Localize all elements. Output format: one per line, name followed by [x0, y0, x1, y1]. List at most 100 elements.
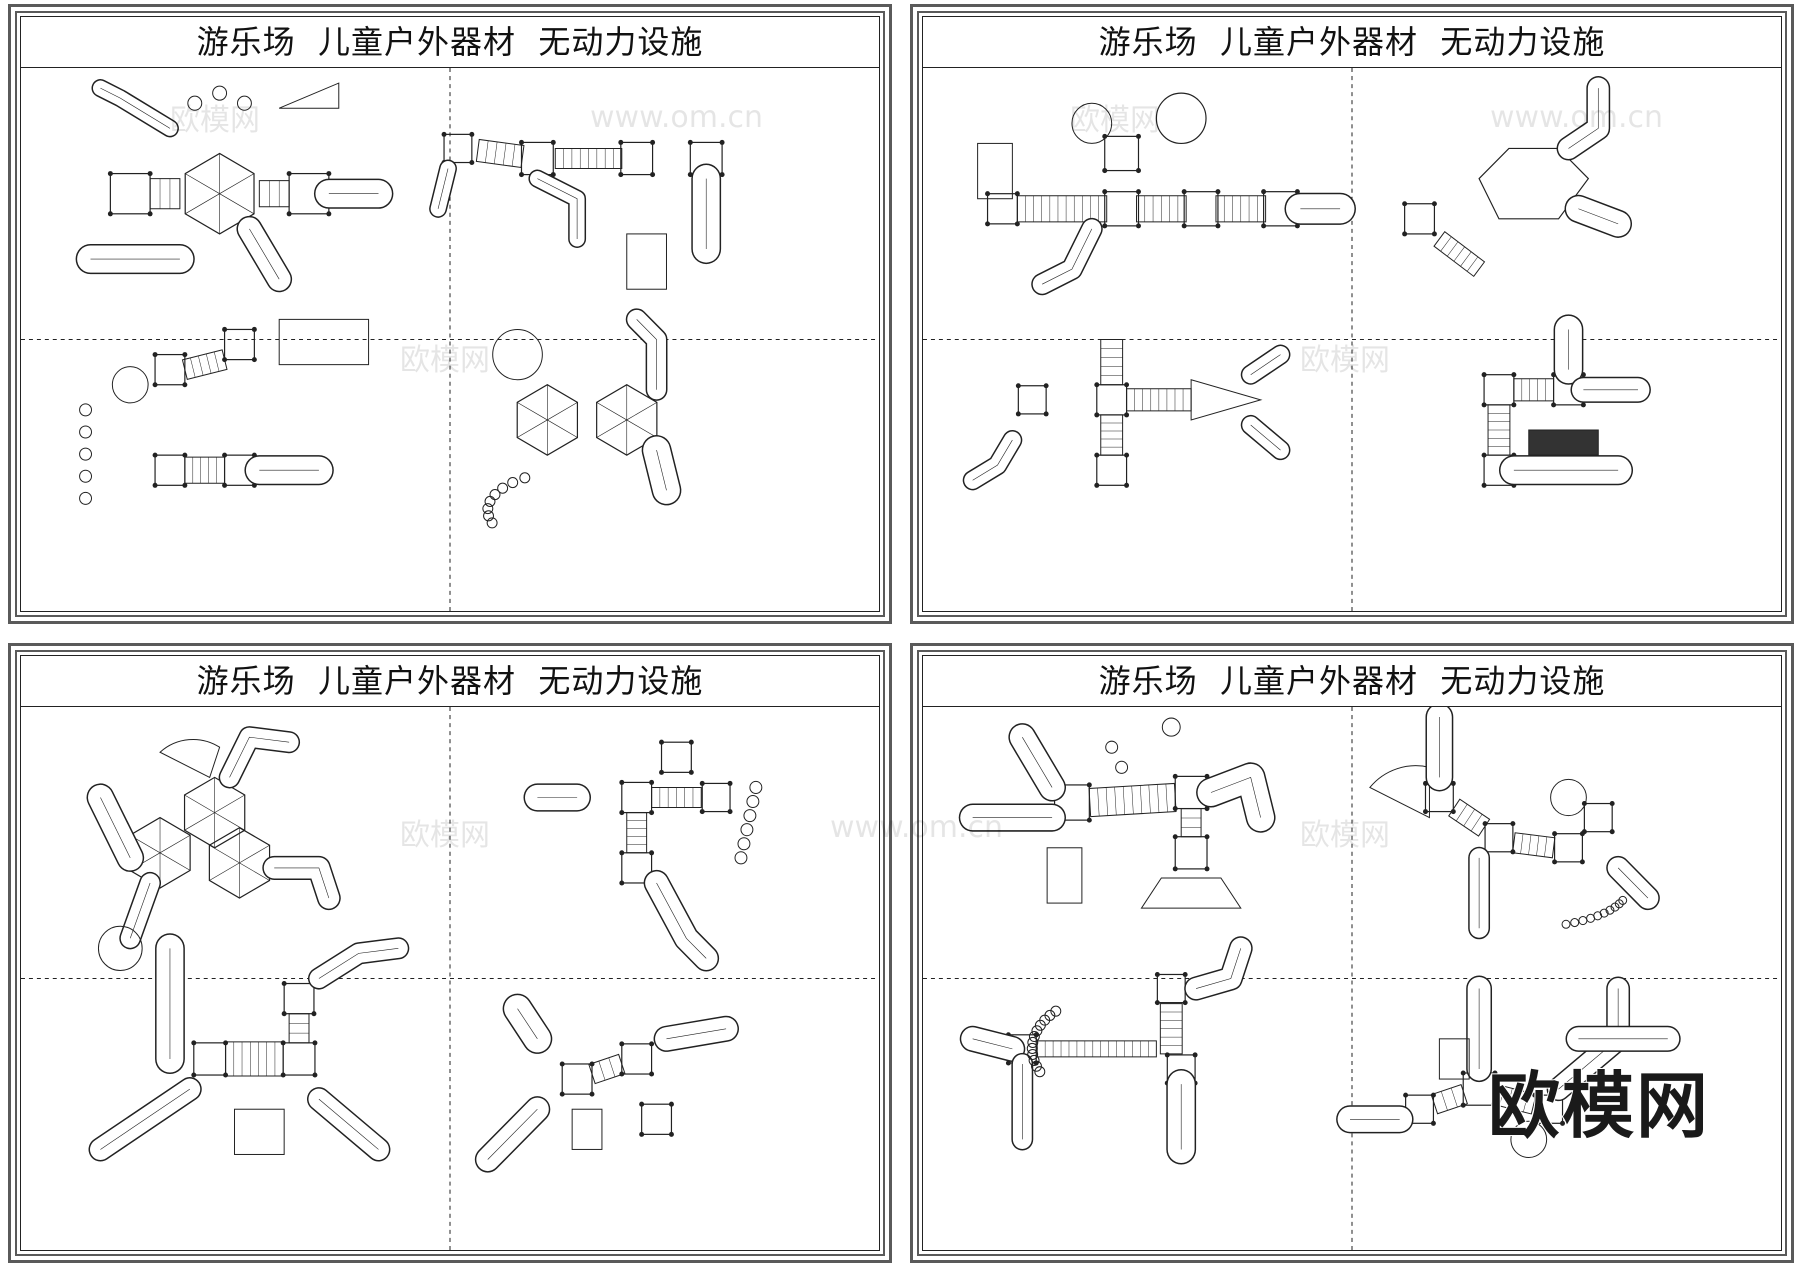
deck-post — [1136, 133, 1141, 139]
spring-rider — [1578, 916, 1588, 926]
spring-rider — [1115, 760, 1129, 774]
bridge-slat — [502, 143, 507, 166]
deck-post — [649, 779, 655, 785]
slide-centerline — [100, 1088, 190, 1150]
deck-platform — [1484, 823, 1514, 853]
deck-post — [1510, 821, 1516, 827]
deck-post — [659, 769, 665, 775]
spring-rider — [1034, 1066, 1046, 1078]
fan-climber — [1190, 379, 1263, 421]
bridge — [258, 180, 290, 208]
deck-post — [559, 1061, 565, 1067]
deck-post — [519, 172, 524, 178]
bridge-slat — [1105, 787, 1108, 816]
deck-post — [1124, 482, 1130, 488]
equipment-group — [958, 707, 1681, 1165]
hex-rib — [547, 419, 578, 438]
hex-rib — [596, 402, 627, 421]
deck-post — [1005, 1060, 1011, 1066]
slide-centerline — [318, 948, 399, 979]
deck-post — [1043, 411, 1049, 417]
wheel-climber — [1155, 92, 1207, 145]
drawing-area — [923, 707, 1781, 1250]
deck-post — [1124, 382, 1130, 388]
deck-platform — [620, 141, 654, 176]
deck-post — [550, 172, 556, 178]
bridge — [1180, 808, 1202, 838]
deck-post — [559, 1091, 565, 1097]
spring-rider — [79, 425, 93, 439]
hex-rib — [214, 794, 245, 813]
deck-platform — [701, 782, 731, 813]
deck-post — [649, 1071, 655, 1077]
deck-post — [687, 139, 693, 145]
spring-rider — [519, 472, 531, 484]
deck-post — [1102, 189, 1108, 195]
deck-platform — [1104, 191, 1140, 227]
sheet-frame: 游乐场 儿童户外器材 无动力设施 — [20, 16, 880, 612]
deck-post — [251, 357, 257, 363]
sheet-title: 游乐场 儿童户外器材 无动力设施 — [923, 656, 1781, 707]
triple-slide — [278, 318, 370, 366]
deck-post — [1430, 1120, 1436, 1126]
spring-rider — [1044, 1009, 1056, 1021]
deck-post — [1172, 806, 1178, 812]
deck-post — [1094, 382, 1100, 388]
deck-post — [719, 172, 725, 178]
bridge-slat — [1463, 809, 1475, 827]
spring-rider — [79, 403, 93, 417]
deck-post — [649, 810, 655, 816]
deck-platform — [1483, 374, 1515, 406]
spring-rider — [1610, 902, 1620, 912]
sheet-bottom-left: 游乐场 儿童户外器材 无动力设施 — [8, 643, 892, 1263]
deck-post — [1094, 482, 1100, 488]
playground-plan-drawing — [923, 68, 1781, 611]
deck-post — [281, 981, 287, 987]
faint-watermark: 欧模网 — [400, 818, 490, 853]
faint-watermark: 欧模网 — [1300, 343, 1390, 378]
deck-post — [1172, 773, 1178, 779]
spring-rider — [79, 469, 93, 483]
deck-post — [1552, 831, 1558, 837]
deck-platform — [223, 328, 255, 361]
deck-post — [668, 1101, 674, 1107]
slide-centerline — [437, 168, 449, 209]
bridge — [225, 1041, 284, 1077]
slide-centerline — [274, 867, 330, 899]
deck-post — [311, 1011, 317, 1017]
playground-plan-drawing — [923, 707, 1781, 1250]
spring-rider — [212, 85, 228, 101]
spring-rider — [1031, 1025, 1043, 1037]
deck-post — [1015, 383, 1021, 389]
deck-post — [469, 160, 475, 166]
deck-post — [469, 131, 475, 137]
spring-rider — [1599, 908, 1609, 918]
fan-climber — [1140, 877, 1242, 909]
deck-post — [1043, 383, 1049, 389]
deck-post — [1609, 801, 1615, 807]
deck-platform — [1096, 384, 1128, 416]
hex-rib — [239, 862, 270, 881]
deck-post — [286, 211, 292, 217]
sheet-top-left: 游乐场 儿童户外器材 无动力设施 — [8, 4, 892, 624]
deck-post — [619, 880, 625, 886]
bridge — [1433, 231, 1486, 278]
bridge-slat — [511, 144, 516, 167]
playground-plan-drawing — [21, 707, 879, 1250]
deck-post — [649, 1041, 655, 1047]
deck-platform — [109, 172, 151, 215]
equipment-group — [86, 726, 763, 1173]
deck-post — [639, 1131, 645, 1137]
deck-post — [1204, 834, 1210, 840]
spring-rider — [1105, 740, 1119, 754]
deck-platform — [1404, 203, 1436, 235]
deck-post — [1181, 223, 1187, 229]
deck-post — [1094, 412, 1100, 418]
deck-post — [281, 1011, 287, 1017]
bridge-slat — [190, 357, 196, 378]
slide-inner — [309, 938, 408, 989]
deck-platform — [621, 781, 653, 814]
spiral-slide — [1550, 778, 1587, 817]
deck-post — [1481, 452, 1487, 458]
sheet-frame: 游乐场 儿童户外器材 无动力设施 — [922, 16, 1782, 612]
